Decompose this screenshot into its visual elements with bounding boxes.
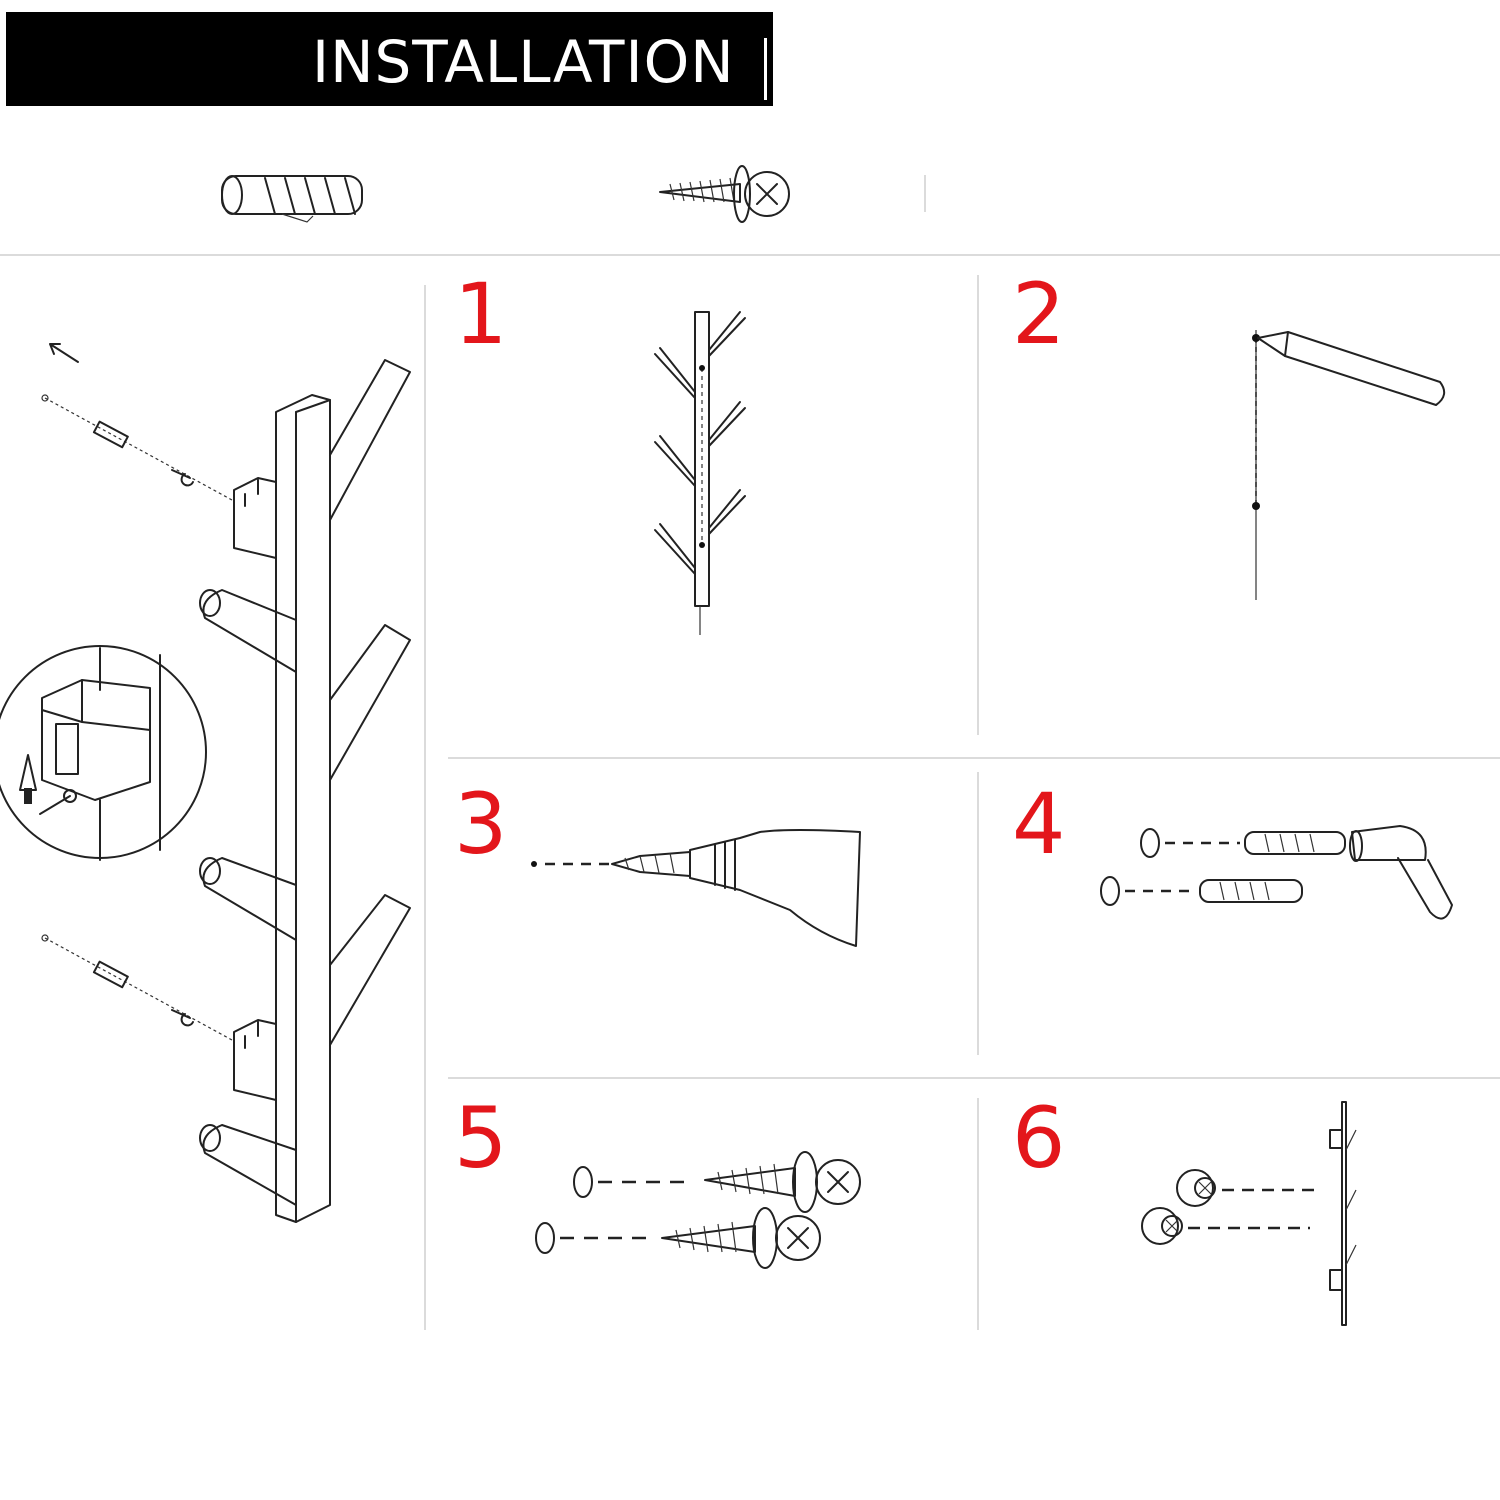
- page-title: INSTALLATION: [312, 28, 735, 96]
- step-number-5: 5: [454, 1089, 508, 1187]
- step-number-4: 4: [1012, 775, 1066, 873]
- hang-rack-icon: [1141, 1101, 1357, 1326]
- title-bar: [6, 12, 773, 106]
- pencil-marking-icon: [1252, 330, 1446, 600]
- panel-dividers: [0, 175, 1500, 1330]
- step-number-3: 3: [454, 775, 508, 873]
- rack-exploded-view: [0, 343, 411, 1223]
- mounting-template-icon: [654, 311, 746, 635]
- screw-icon: [659, 165, 790, 223]
- wall-anchor-icon: [221, 175, 363, 223]
- drill-icon: [531, 829, 861, 947]
- hammer-anchor-icon: [1100, 825, 1453, 920]
- step-number-6: 6: [1012, 1089, 1066, 1187]
- screw-in-icon: [535, 1151, 861, 1269]
- title-divider: [764, 38, 767, 100]
- step-number-1: 1: [454, 265, 508, 363]
- step-number-2: 2: [1012, 265, 1066, 363]
